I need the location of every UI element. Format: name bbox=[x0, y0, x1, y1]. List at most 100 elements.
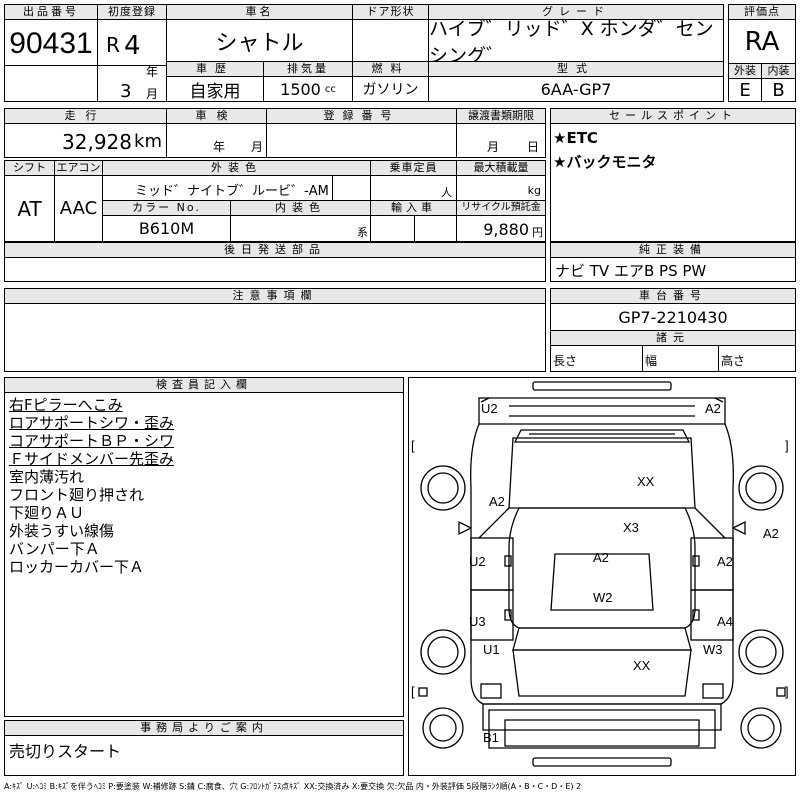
mark-xx-hood: XX bbox=[637, 474, 655, 489]
office-box: 事務局よりご案内 売切りスタート bbox=[4, 720, 404, 776]
ext-color-cell: ミッド゛ナイトブ゛ルービ゛-AM bbox=[103, 176, 333, 200]
genuine-equip-box: 純正装備 ナビ TV エアB PS PW bbox=[550, 242, 796, 282]
max-load-unit: kg bbox=[527, 184, 541, 197]
inspector-lines: 右Fピラーへこみ ロアサポートシワ・歪み コアサポートＢＰ・シワ Ｆサイドメンバ… bbox=[9, 396, 174, 576]
height-cell: 高さ bbox=[719, 346, 795, 371]
score-label: 評価点 bbox=[729, 5, 795, 20]
inspector-line: 下廻りＡＵ bbox=[9, 504, 85, 522]
ext-color-label: 外装色 bbox=[103, 161, 371, 176]
mark-u3-left-rear-door: U3 bbox=[469, 614, 486, 629]
grade: ハイブ゛リッド゛X ホンダ゛センシング゛ bbox=[429, 17, 714, 67]
int-score: B bbox=[772, 79, 785, 101]
color-no: B610M bbox=[103, 216, 231, 241]
mark-u2-front: U2 bbox=[481, 401, 498, 416]
chassis-number: GP7-2210430 bbox=[618, 307, 728, 327]
score: RA bbox=[744, 26, 780, 57]
length-label: 長さ bbox=[553, 354, 578, 368]
import-cell-a bbox=[371, 216, 415, 241]
car-diagram bbox=[418, 381, 786, 767]
inspector-line: ロッカーカバー下Ａ bbox=[9, 558, 145, 576]
transfer-cell: 月 日 bbox=[457, 124, 545, 157]
month-num: 3 bbox=[120, 81, 132, 102]
inspector-line: ロアサポートシワ・歪み bbox=[9, 414, 175, 432]
import-label: 輸入車 bbox=[371, 201, 457, 216]
mileage-cell: 32,928 km bbox=[5, 124, 167, 157]
transfer-day-unit: 日 bbox=[527, 140, 540, 154]
legend: A:ｷｽﾞ U:ﾍｺﾐ B:ｷｽﾞを伴うﾍｺﾐ P:要塗装 W:補修跡 S:錆 … bbox=[4, 782, 582, 791]
mark-u2-left-door: U2 bbox=[469, 554, 486, 569]
mark-u1: U1 bbox=[483, 642, 500, 657]
selling-points-label: セールスポイント bbox=[551, 109, 795, 124]
ext-color: ミッド゛ナイトブ゛ルービ゛-AM bbox=[135, 184, 329, 199]
car-name: シャトル bbox=[167, 20, 353, 61]
mark-a2-right-door: A2 bbox=[717, 554, 733, 569]
spec-box: 車歴 排気量 燃料 型式 自家用 1500 cc ガソリン 6AA-GP7 bbox=[166, 61, 724, 102]
mileage-row: 走行 車検 登録番号 譲渡書類期限 32,928 km 年 月 月 日 bbox=[4, 108, 546, 158]
month-unit: 月 bbox=[146, 87, 159, 101]
recycle: 9,880 bbox=[483, 220, 529, 239]
year-num: 4 bbox=[124, 31, 141, 61]
name-grade-box: 車名 ドア形状 グレード シャトル ハイブ゛リッド゛X ホンダ゛センシング゛ bbox=[166, 4, 724, 67]
capacity-unit: 人 bbox=[441, 186, 452, 199]
inspector-label: 検査員記入欄 bbox=[5, 378, 403, 393]
later-parts-box: 後日発送部品 bbox=[4, 242, 546, 282]
import-cell-b bbox=[415, 216, 457, 241]
inspector-line: 右Fピラーへこみ bbox=[9, 396, 123, 414]
width-label: 幅 bbox=[645, 354, 658, 368]
name-label: 車名 bbox=[167, 5, 353, 20]
first-registration-label: 初度登録 bbox=[98, 5, 166, 20]
car-diagram-box: U2 A2 [ ] XX A2 X3 A2 U2 A2 A2 W2 U3 A4 … bbox=[408, 377, 796, 776]
door-label: ドア形状 bbox=[353, 5, 429, 20]
length-cell: 長さ bbox=[551, 346, 643, 371]
width-cell: 幅 bbox=[643, 346, 719, 371]
fuel: ガソリン bbox=[353, 77, 429, 101]
max-load-label: 最大積載量 bbox=[457, 161, 545, 176]
displacement-label: 排気量 bbox=[264, 62, 353, 77]
capacity-label: 乗車定員 bbox=[371, 161, 457, 176]
notes-label: 注意事項欄 bbox=[5, 289, 545, 304]
inspector-line: 室内薄汚れ bbox=[9, 468, 85, 486]
lot-number-box: 出品番号 90431 bbox=[4, 4, 98, 102]
color-no-label: カラー No. bbox=[103, 201, 231, 216]
model-label: 型式 bbox=[429, 62, 723, 77]
transfer-month-unit: 月 bbox=[487, 140, 500, 154]
genuine-equip-label: 純正装備 bbox=[551, 243, 795, 258]
genuine-equip: ナビ TV エアB PS PW bbox=[555, 262, 707, 280]
inspection-year-unit: 年 bbox=[213, 140, 226, 154]
mark-w2: W2 bbox=[593, 590, 613, 605]
inspection-label: 車検 bbox=[167, 109, 267, 124]
chassis-box: 車台番号 GP7-2210430 諸元 長さ 幅 高さ bbox=[550, 288, 796, 372]
later-parts-label: 後日発送部品 bbox=[5, 243, 545, 258]
inspector-box: 検査員記入欄 右Fピラーへこみ ロアサポートシワ・歪み コアサポートＢＰ・シワ … bbox=[4, 377, 404, 717]
lot-number: 90431 bbox=[9, 27, 93, 60]
office-text: 売切りスタート bbox=[9, 742, 122, 761]
selling-point: ★ETC bbox=[553, 129, 598, 147]
int-color-cell: 系 bbox=[231, 216, 371, 241]
inspector-line: フロント廻り押され bbox=[9, 486, 145, 504]
mark-bracket-right: ] bbox=[785, 438, 789, 453]
history: 自家用 bbox=[167, 77, 264, 102]
inspector-line: 外装うすい線傷 bbox=[9, 522, 115, 540]
registration-cell bbox=[267, 124, 457, 157]
ext-score-label: 外装 bbox=[729, 64, 762, 79]
door-value bbox=[353, 20, 429, 61]
recycle-cell: 9,880 円 bbox=[457, 216, 545, 241]
inspector-line: バンパー下Ａ bbox=[9, 540, 100, 558]
era: R bbox=[106, 33, 120, 57]
color-row: シフト エアコン 外装色 乗車定員 最大積載量 AT AAC ミッド゛ナイトブ゛… bbox=[4, 160, 546, 242]
mark-w3: W3 bbox=[703, 642, 723, 657]
mark-bracket-left-2: [ bbox=[411, 684, 415, 699]
mark-b1: B1 bbox=[483, 730, 499, 745]
mileage-label: 走行 bbox=[5, 109, 167, 124]
ac: AAC bbox=[55, 176, 103, 241]
score-box: 評価点 RA 外装 内装 E B bbox=[728, 4, 796, 102]
recycle-unit: 円 bbox=[532, 226, 543, 239]
inspector-line: Ｆサイドメンバー先歪み bbox=[9, 450, 175, 468]
selling-point: ★バックモニタ bbox=[553, 153, 657, 171]
mark-x3: X3 bbox=[623, 520, 639, 535]
year-unit: 年 bbox=[146, 65, 159, 79]
mark-a2-left-fender: A2 bbox=[489, 494, 505, 509]
int-color-label: 内装色 bbox=[231, 201, 371, 216]
chassis-label: 車台番号 bbox=[551, 289, 795, 304]
